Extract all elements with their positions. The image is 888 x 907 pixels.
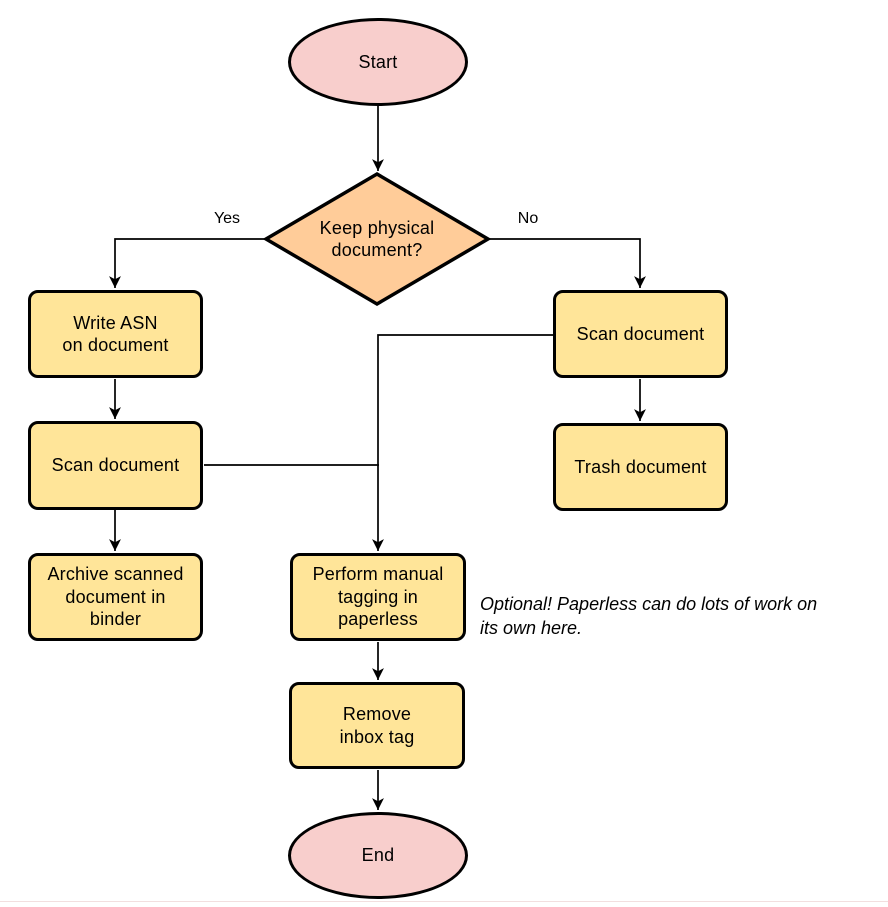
annotation-optional-note: Optional! Paperless can do lots of work … — [480, 594, 818, 639]
edge-scan-right-to-tagging — [372, 334, 553, 551]
canvas-bottom-edge — [0, 901, 888, 902]
edge-label-no: No — [488, 210, 568, 228]
edge-decision-yes-to-write-asn — [109, 238, 266, 288]
node-scan-document-left: Scan document — [28, 421, 203, 510]
node-decision: Keep physical document? — [263, 171, 491, 307]
node-trash-document: Trash document — [553, 423, 728, 511]
node-remove-inbox-tag: Remove inbox tag — [289, 682, 465, 769]
node-write-asn: Write ASN on document — [28, 290, 203, 378]
node-manual-tagging: Perform manual tagging in paperless — [290, 553, 466, 641]
node-end: End — [288, 812, 468, 899]
node-start: Start — [288, 18, 468, 106]
edge-decision-no-to-scan-right — [488, 238, 646, 288]
node-scan-document-right: Scan document — [553, 290, 728, 378]
decision-label: Keep physical document? — [319, 217, 435, 261]
decision-diamond-shape — [263, 171, 491, 307]
edge-label-yes: Yes — [187, 210, 267, 228]
node-archive-scanned: Archive scanned document in binder — [28, 553, 203, 641]
